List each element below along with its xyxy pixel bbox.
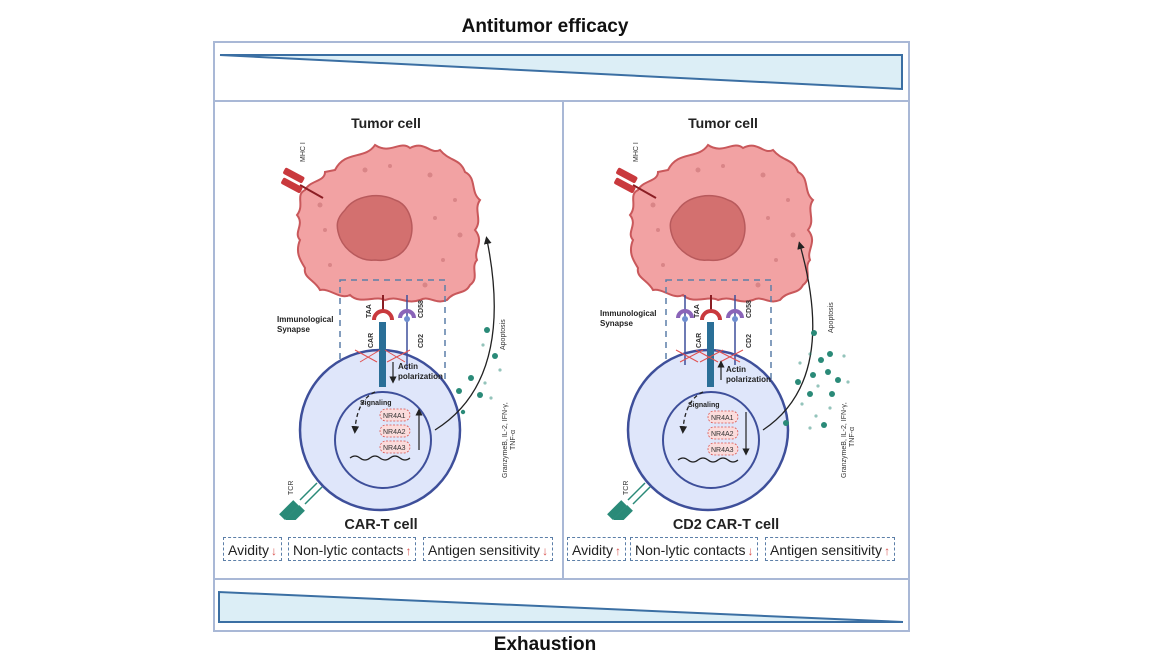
right-dna	[677, 457, 739, 463]
exhaustion-band	[213, 578, 910, 632]
left-cd2-label: CD2	[418, 334, 425, 348]
right-tag-sensitivity: Antigen sensitivity↑	[765, 537, 896, 561]
exhaustion-wedge	[218, 590, 904, 623]
right-synapse-label-2: Synapse	[600, 319, 633, 328]
right-mhc-receptor	[614, 167, 657, 199]
trend-down-icon: ↓	[542, 544, 549, 558]
left-actin-label-1: Actin	[398, 362, 418, 371]
left-tag-sensitivity: Antigen sensitivity↓	[423, 537, 554, 561]
left-apoptosis-label: Apoptosis	[500, 319, 507, 350]
left-tcr-receptor	[279, 482, 323, 520]
trend-down-icon: ↓	[270, 544, 277, 558]
right-tumor-granules	[650, 164, 796, 288]
left-taa-label: TAA	[366, 304, 373, 318]
left-nr4a1: NR4A1	[383, 413, 406, 420]
left-synapse-label-2: Synapse	[277, 325, 310, 334]
right-actin-label-2: polarization	[726, 375, 771, 384]
efficacy-title: Antitumor efficacy	[461, 16, 629, 37]
right-cell-title: CD2 CAR-T cell	[672, 517, 780, 533]
right-nr4a2: NR4A2	[711, 431, 734, 438]
exhaustion-title: Exhaustion	[493, 634, 597, 655]
left-apoptosis-arrow	[434, 236, 495, 431]
right-car-receptor	[707, 322, 714, 387]
right-tag-avidity: Avidity↑	[567, 537, 626, 561]
right-diagram: MHC I Immunological Synapse TAA CAR CD58…	[600, 142, 856, 520]
right-taa-icon	[700, 309, 722, 321]
right-cd58-label: CD58	[746, 300, 753, 318]
left-tcr-label: TCR	[288, 481, 295, 495]
left-synapse-box	[339, 279, 446, 386]
left-tag-sensitivity-label: Antigen sensitivity	[428, 542, 541, 558]
left-cd58-icon	[398, 309, 416, 319]
left-mhc-receptor	[281, 167, 324, 199]
right-tcr-receptor	[607, 482, 651, 520]
right-tcr-label: TCR	[623, 481, 630, 495]
left-taa-icon	[372, 309, 394, 321]
right-actin-filaments	[675, 349, 744, 363]
left-actin-label-2: polarization	[398, 372, 443, 381]
left-car-receptor	[379, 322, 386, 387]
left-mhc-label: MHC I	[300, 142, 307, 162]
left-cytokine-label-1: GranzymeB, IL-2, IFN-γ,	[502, 402, 509, 478]
efficacy-wedge	[219, 54, 903, 91]
right-car-label: CAR	[696, 333, 703, 348]
left-dna	[349, 455, 411, 461]
trend-up-icon: ↑	[884, 544, 891, 558]
right-tag-sensitivity-label: Antigen sensitivity	[770, 542, 883, 558]
efficacy-gradient-wedge	[219, 54, 903, 91]
left-tumor-title: Tumor cell	[351, 115, 421, 131]
right-actin-label-1: Actin	[726, 365, 746, 374]
left-nr4a3: NR4A3	[383, 445, 406, 452]
right-apoptosis-arrow	[762, 241, 814, 431]
right-cd58-icon-2	[726, 309, 744, 319]
right-taa-label: TAA	[694, 304, 701, 318]
right-nr4a-stack: NR4A1 NR4A2 NR4A3	[707, 410, 739, 456]
right-synapse-box	[665, 279, 772, 386]
exhaustion-gradient-wedge	[218, 590, 904, 623]
left-cd58-label: CD58	[418, 300, 425, 318]
right-tumor-title: Tumor cell	[688, 115, 758, 131]
right-cytokine-label-1: GranzymeB, IL-2, IFN-γ,	[841, 402, 848, 478]
right-nr4a1: NR4A1	[711, 415, 734, 422]
right-cytokine-label-2: TNF-α	[849, 427, 856, 447]
left-diagram: MHC I Immunological Synapse TAA CAR CD58…	[277, 142, 517, 520]
left-tumor-granules	[317, 164, 463, 288]
left-cytokine-label-2: TNF-α	[510, 430, 517, 450]
right-tumor-nucleus	[669, 194, 746, 262]
right-synapse-label-1: Immunological	[600, 309, 656, 318]
left-nr4a-stack: NR4A1 NR4A2 NR4A3	[379, 408, 411, 454]
left-tag-nonlytic: Non-lytic contacts↑	[288, 537, 417, 561]
trend-down-icon: ↓	[747, 544, 754, 558]
left-actin-filaments	[354, 349, 411, 363]
left-tag-avidity-label: Avidity	[228, 542, 269, 558]
right-tag-avidity-label: Avidity	[572, 542, 613, 558]
left-car-label: CAR	[368, 333, 375, 348]
left-cytokines	[456, 327, 502, 415]
right-mhc-label: MHC I	[633, 142, 640, 162]
right-tag-nonlytic-label: Non-lytic contacts	[635, 542, 746, 558]
trend-up-icon: ↑	[405, 544, 412, 558]
right-signaling-label: Signaling	[688, 402, 720, 409]
left-nr4a2: NR4A2	[383, 429, 406, 436]
left-tumor-nucleus	[336, 194, 413, 262]
right-cd58-icon-1	[676, 309, 694, 319]
right-tag-nonlytic: Non-lytic contacts↓	[630, 537, 759, 561]
left-signaling-label: Signaling	[360, 400, 392, 407]
right-cytokines	[783, 330, 850, 430]
trend-up-icon: ↑	[614, 544, 621, 558]
left-cell-title: CAR-T cell	[344, 517, 418, 533]
left-synapse-label-1: Immunological	[277, 315, 333, 324]
left-tag-avidity: Avidity↓	[223, 537, 282, 561]
right-apoptosis-label: Apoptosis	[828, 302, 835, 333]
right-nr4a3: NR4A3	[711, 447, 734, 454]
left-tag-nonlytic-label: Non-lytic contacts	[293, 542, 404, 558]
right-cd2-label: CD2	[746, 334, 753, 348]
